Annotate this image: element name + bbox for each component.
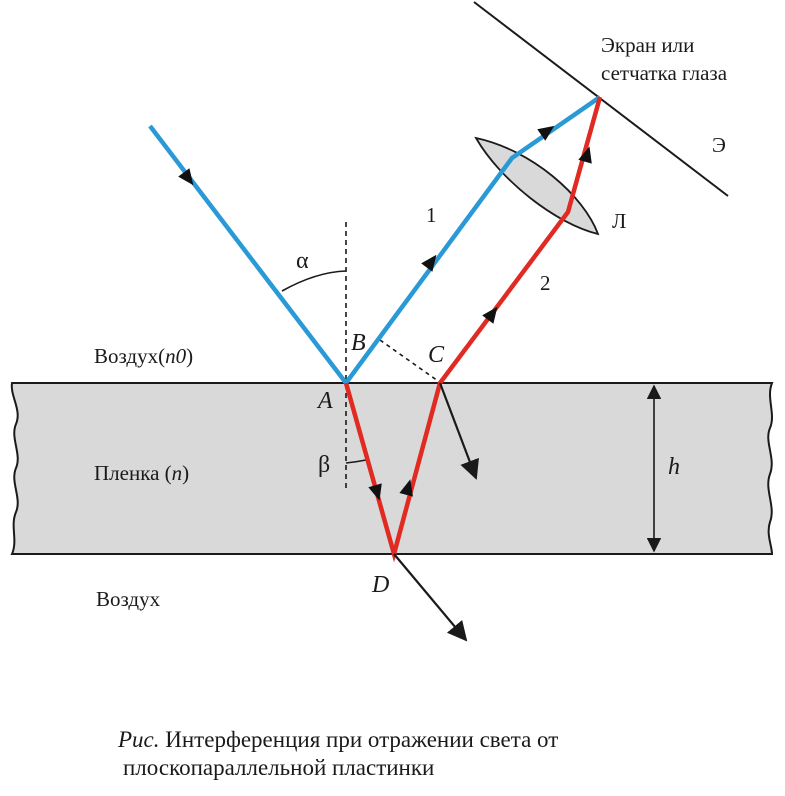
- arrowhead-refracted-down: [368, 483, 382, 501]
- ray-arrowheads: [178, 125, 592, 501]
- air-top-prefix: Воздух(: [94, 344, 165, 368]
- lens: [474, 136, 600, 236]
- ray-2-label: 2: [540, 271, 551, 295]
- film-label: Пленка (n): [94, 461, 189, 485]
- thickness-label: h: [668, 454, 680, 480]
- screen-label-line1: Экран или: [601, 33, 694, 57]
- caption-text-1: Интерференция при отражении света от: [159, 727, 559, 752]
- caption-line-1: Рис. Интерференция при отражении света о…: [118, 726, 558, 754]
- film-index: n: [172, 461, 183, 485]
- air-bottom-label: Воздух: [96, 587, 161, 611]
- caption-prefix: Рис.: [118, 727, 160, 752]
- point-b-label: B: [351, 330, 366, 356]
- arrowhead-incident: [178, 168, 194, 186]
- air-top-label: Воздух(n0): [94, 344, 193, 368]
- arrowhead-ray2-after-lens: [578, 146, 592, 164]
- screen-symbol: Э: [712, 133, 726, 157]
- beta-label: β: [318, 452, 330, 478]
- caption-line-2: плоскопараллельной пластинки: [123, 755, 435, 780]
- point-d-label: D: [371, 572, 389, 598]
- ray-1-blue: [148, 95, 602, 387]
- beta-arc: [345, 459, 367, 464]
- screen-label-line2: сетчатка глаза: [601, 61, 728, 85]
- arrowhead-ray1: [421, 254, 437, 272]
- film-prefix: Пленка (: [94, 461, 172, 485]
- air-top-suffix: ): [186, 344, 193, 368]
- lens-symbol: Л: [612, 209, 626, 233]
- arrowhead-ray1-after-lens: [537, 125, 555, 141]
- ray-1-label: 1: [426, 203, 437, 227]
- alpha-arc: [281, 270, 347, 292]
- point-c-label: C: [428, 342, 445, 368]
- film-suffix: ): [182, 461, 189, 485]
- air-top-index: n0: [165, 344, 187, 368]
- point-a-label: A: [316, 388, 333, 414]
- film-slab: [10, 382, 774, 555]
- wavefront-bc: [379, 339, 439, 382]
- alpha-label: α: [296, 248, 309, 274]
- transmitted-ray-d: [393, 553, 468, 642]
- arrowhead-ray2: [482, 306, 498, 324]
- arrowhead-reflected-up: [399, 479, 413, 497]
- transmitted-ray-c: [438, 382, 479, 480]
